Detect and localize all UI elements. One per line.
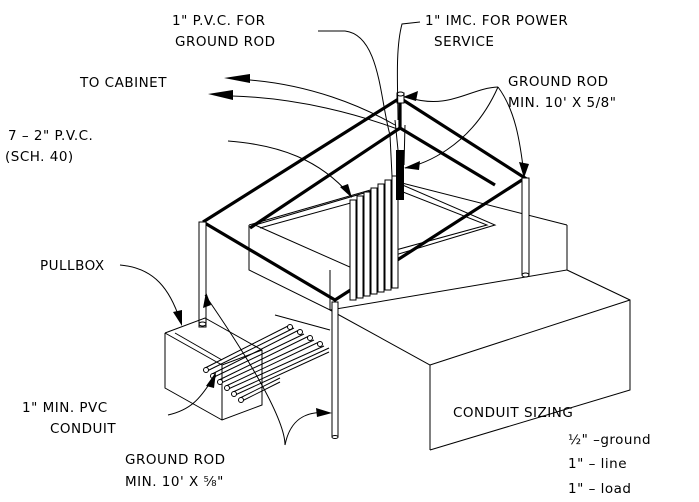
conduit-sizing-load: 1" – load (568, 481, 631, 497)
label-imc-power-line2: SERVICE (434, 34, 494, 50)
ground-rod-top (396, 91, 405, 104)
label-ground-rod-top-line2: MIN. 10' X 5/8" (508, 95, 616, 111)
label-seven-pvc-line2: (SCH. 40) (5, 149, 74, 165)
label-imc-power-line1: 1" IMC. FOR POWER (425, 13, 568, 29)
cabinet-pad-top (254, 182, 497, 269)
label-pvc-ground-rod-line1: 1" P.V.C. FOR (172, 13, 266, 29)
conduit-sizing-title: CONDUIT SIZING (453, 405, 573, 421)
label-seven-pvc-line1: 7 – 2" P.V.C. (8, 128, 93, 144)
label-min-pvc-line2: CONDUIT (50, 421, 116, 437)
conduit-sizing-ground: ½" –ground (568, 432, 651, 448)
label-to-cabinet: TO CABINET (79, 75, 167, 91)
label-pullbox: PULLBOX (40, 258, 105, 274)
label-min-pvc-line1: 1" MIN. PVC (22, 400, 108, 416)
label-pvc-ground-rod-line2: GROUND ROD (175, 34, 276, 50)
label-ground-rod-top-line1: GROUND ROD (508, 74, 609, 90)
ground-rod-right (521, 177, 530, 278)
arrowheads (173, 74, 529, 417)
leader-lines (119, 21, 525, 446)
ground-rod-left (198, 221, 207, 328)
conduit-sizing-line: 1" – line (568, 456, 627, 472)
label-ground-rod-bottom-line2: MIN. 10' X ⅝" (125, 474, 224, 490)
conduit-bundle-vertical (349, 119, 406, 301)
label-ground-rod-bottom-line1: GROUND ROD (125, 452, 226, 468)
concrete-foundation (248, 181, 631, 451)
ground-rod-front (331, 301, 339, 439)
pullbox (164, 317, 263, 421)
